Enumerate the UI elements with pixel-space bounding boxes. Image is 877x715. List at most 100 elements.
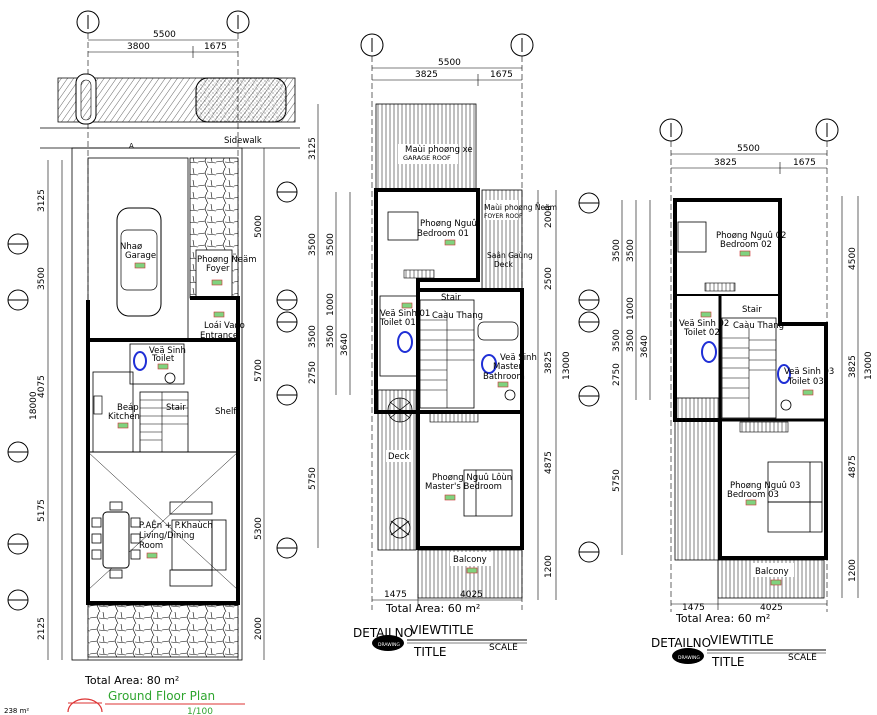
grid-bubble — [7, 533, 29, 555]
dim-right-total: 13000 — [562, 351, 572, 380]
dim-left: 3500 — [326, 233, 336, 256]
dim-bottom: 1475 — [384, 590, 407, 600]
dim-left: 2750 — [308, 361, 318, 384]
svg-text:DRAWING: DRAWING — [378, 642, 400, 648]
deck-label: Deck — [388, 452, 409, 462]
dim-bottom: 1475 — [682, 603, 705, 613]
grid-bubble — [578, 385, 600, 407]
dim-left: 1000 — [626, 297, 636, 320]
dim-left: 3500 — [308, 325, 318, 348]
balcony-label: Balcony — [755, 567, 789, 577]
grid-bubble — [578, 311, 600, 333]
grid-bubble — [276, 537, 298, 559]
detail-bubble: DRAWING — [372, 635, 404, 651]
dim-left: 5750 — [612, 469, 622, 492]
grid-bubble — [276, 311, 298, 333]
dim-b: 1675 — [204, 42, 227, 52]
dim-left: 3500 — [308, 233, 318, 256]
corner-label: 238 m² — [4, 707, 29, 715]
dim-b: 1675 — [793, 158, 816, 168]
dim-total: 5500 — [737, 144, 760, 154]
dim-left: 3500 — [612, 239, 622, 262]
sofa-icon — [169, 501, 227, 587]
grid-bubble — [7, 289, 29, 311]
grid-bubble — [360, 33, 384, 57]
dim-bottom: 4025 — [460, 590, 483, 600]
dim-right: 4875 — [544, 451, 554, 474]
grid-bubble — [226, 10, 250, 34]
grid-bubble — [510, 33, 534, 57]
dim-right: 4500 — [848, 247, 858, 270]
view-title: VIEWTITLE — [410, 623, 474, 637]
dim-left: 3125 — [308, 137, 318, 160]
dim-left: 5750 — [308, 467, 318, 490]
dim-right: 2000 — [254, 617, 264, 640]
dim-right: 3825 — [544, 351, 554, 374]
grid-bubble — [276, 181, 298, 203]
dim-right: 2500 — [544, 267, 554, 290]
detail-no: DETAILNO — [651, 636, 711, 650]
dim-a: 3800 — [127, 42, 150, 52]
dim-a: 3825 — [714, 158, 737, 168]
plant-icon — [387, 397, 413, 423]
dim-left: 3500 — [612, 329, 622, 352]
dim-right-total: 13000 — [864, 351, 874, 380]
plan-scale: 1/100 — [187, 707, 213, 715]
grid-bubble — [276, 289, 298, 311]
dim-left-total: 18000 — [29, 391, 39, 420]
plan-title: Ground Floor Plan — [108, 689, 215, 703]
car-icon — [116, 207, 162, 317]
dim-left: 3640 — [340, 333, 350, 356]
dim-a: 3825 — [415, 70, 438, 80]
dim-left: 3500 — [37, 267, 47, 290]
total-area: Total Area: 60 m² — [675, 612, 770, 625]
dim-right: 5300 — [254, 517, 264, 540]
plant-icon — [389, 517, 411, 539]
dim-b: 1675 — [490, 70, 513, 80]
dim-left: 3125 — [37, 189, 47, 212]
grid-bubble — [578, 192, 600, 214]
sidewalk-label: Sidewalk — [224, 136, 262, 146]
grid-bubble — [76, 10, 100, 34]
dim-bottom: 4025 — [760, 603, 783, 613]
dim-total: 5500 — [153, 30, 176, 40]
title: TITLE — [711, 655, 744, 669]
dim-left: 1000 — [326, 293, 336, 316]
dim-left: 3640 — [640, 335, 650, 358]
dim-right: 1200 — [848, 559, 858, 582]
grid-bubble — [7, 233, 29, 255]
svg-text:A: A — [129, 142, 134, 150]
dim-right: 4875 — [848, 455, 858, 478]
shelf-label: Shelf — [215, 407, 237, 417]
dim-left: 2125 — [37, 617, 47, 640]
grid-bubble — [7, 441, 29, 463]
dim-left: 5175 — [37, 499, 47, 522]
dim-right: 3825 — [848, 355, 858, 378]
dining-table-icon — [91, 501, 141, 579]
balcony-label: Balcony — [453, 555, 487, 565]
scale-label: SCALE — [489, 643, 518, 653]
grid-bubble — [815, 118, 839, 142]
dim-left: 3500 — [626, 329, 636, 352]
total-area: Total Area: 80 m² — [84, 674, 179, 687]
svg-text:DRAWING: DRAWING — [678, 655, 700, 661]
